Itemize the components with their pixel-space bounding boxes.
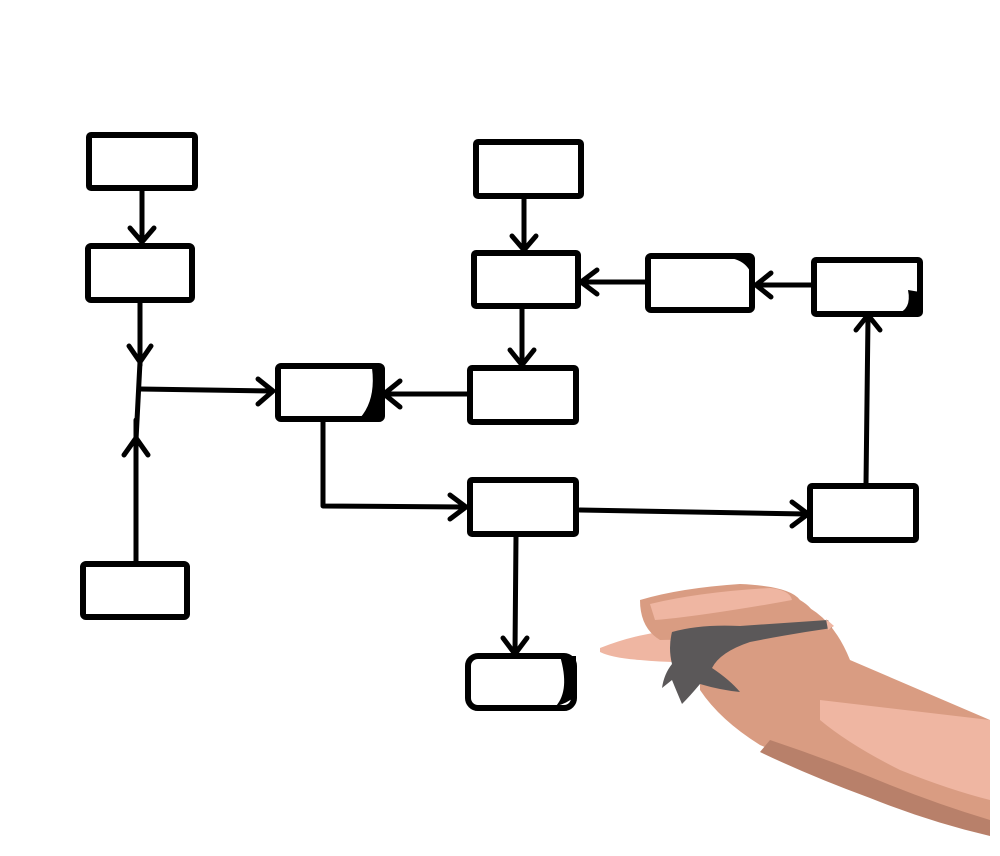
node-n1 — [86, 132, 198, 191]
edge-trunk-n5 — [137, 376, 276, 407]
node-n5 — [275, 363, 385, 422]
node-n3 — [807, 483, 919, 543]
edge-n2-trunk — [126, 299, 154, 368]
edge-n11-n12 — [500, 533, 530, 657]
edge-n10-n9 — [753, 270, 815, 300]
edge-n6-n7 — [509, 193, 539, 253]
edge-n1-n2 — [127, 187, 157, 245]
hand-holding-pen-icon — [600, 584, 990, 836]
node-n6 — [473, 139, 584, 199]
edge-n7-n8 — [507, 303, 537, 368]
node-n7 — [471, 250, 581, 309]
node-n8 — [467, 365, 579, 425]
node-n9 — [645, 253, 755, 313]
edge-n11-n3 — [577, 499, 811, 529]
edge-n5-n11 — [320, 419, 469, 522]
node-n2 — [85, 243, 195, 303]
edge-trunk — [133, 359, 143, 443]
node-n12 — [465, 653, 577, 711]
edge-n3-n10 — [853, 312, 883, 487]
edge-n8-n5 — [381, 378, 473, 410]
node-n10 — [811, 257, 923, 317]
edge-n9-n7 — [578, 267, 649, 297]
node-n11 — [467, 477, 579, 537]
node-n4 — [80, 561, 190, 620]
